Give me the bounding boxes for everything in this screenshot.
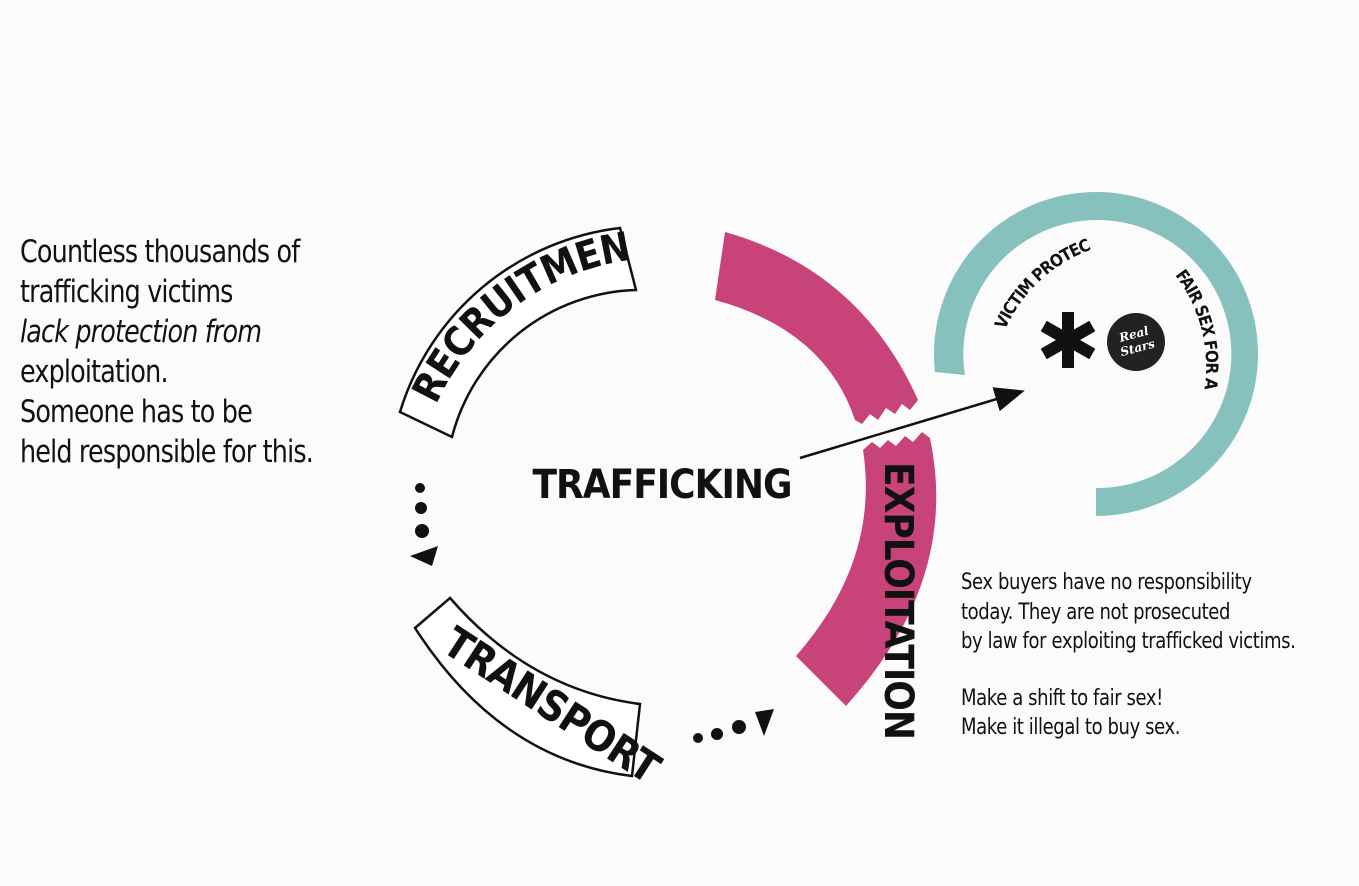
call-to-action-line: Make it illegal to buy sex. [961, 715, 1181, 740]
fair-sex-label: FAIR SEX FOR ALL [0, 0, 1221, 391]
exploitation-band: EXPLOITATION [715, 232, 937, 739]
intro-paragraph: Countless thousands of trafficking victi… [20, 232, 315, 472]
intro-line: Someone has to be [20, 394, 253, 430]
responsibility-line: today. They are not prosecuted [961, 599, 1231, 625]
exploitation-label: EXPLOITATION [875, 462, 921, 739]
intro-line: exploitation. [20, 354, 169, 390]
intro-line: Countless thousands of [20, 234, 300, 270]
call-to-action-line: Make a shift to fair sex! [961, 685, 1163, 711]
real-stars-logo: Real Stars [1107, 313, 1165, 371]
responsibility-line: Sex buyers have no responsibility [961, 570, 1252, 595]
intro-line: trafficking victims [20, 274, 233, 310]
center-label: TRAFFICKING [533, 462, 792, 508]
transport-band: TRANSPORT [413, 596, 669, 793]
arrow-to-protection [799, 387, 1025, 460]
asterisk-icon [1040, 312, 1096, 368]
dotted-arrow-left [410, 483, 438, 566]
intro-line: held responsible for this. [20, 434, 314, 470]
responsibility-paragraph: Sex buyers have no responsibility today.… [961, 568, 1296, 743]
intro-line: lack protection from [20, 314, 262, 350]
responsibility-line: by law for exploiting trafficked victims… [961, 629, 1296, 654]
dotted-arrow-bottom [693, 709, 774, 743]
